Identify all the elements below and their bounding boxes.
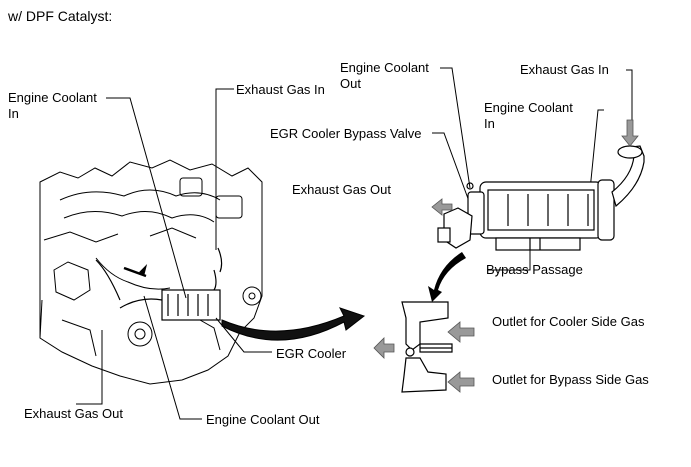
egr-cooler-detail	[437, 145, 645, 251]
label-egr-cooler: EGR Cooler	[276, 346, 347, 361]
egr-cooler-on-engine	[95, 247, 223, 321]
label-exhaust-gas-in-right: Exhaust Gas In	[520, 62, 609, 77]
label-engine-coolant-in-right: Engine Coolant In	[484, 100, 573, 131]
label-engine-coolant-in-left: Engine Coolant In	[8, 90, 97, 121]
label-exhaust-gas-out-left: Exhaust Gas Out	[24, 406, 123, 421]
zoom-arrow	[221, 307, 366, 341]
label-egr-cooler-bypass-valve: EGR Cooler Bypass Valve	[270, 126, 422, 141]
flow-arrows-right	[373, 119, 639, 393]
label-engine-coolant-out-bottom: Engine Coolant Out	[206, 412, 320, 427]
label-outlet-bypass-side: Outlet for Bypass Side Gas	[492, 372, 649, 387]
leader-lines	[76, 67, 633, 420]
engine-drawing	[39, 159, 263, 385]
label-exhaust-gas-in-center: Exhaust Gas In	[236, 82, 325, 97]
label-bypass-passage: Bypass Passage	[486, 262, 583, 277]
section-view	[401, 301, 453, 393]
label-engine-coolant-out-top: Engine Coolant Out	[340, 60, 429, 91]
label-exhaust-gas-out-right: Exhaust Gas Out	[292, 182, 391, 197]
section-arrow	[428, 252, 466, 302]
label-outlet-cooler-side: Outlet for Cooler Side Gas	[492, 314, 645, 329]
diagram-title: w/ DPF Catalyst:	[8, 8, 113, 24]
